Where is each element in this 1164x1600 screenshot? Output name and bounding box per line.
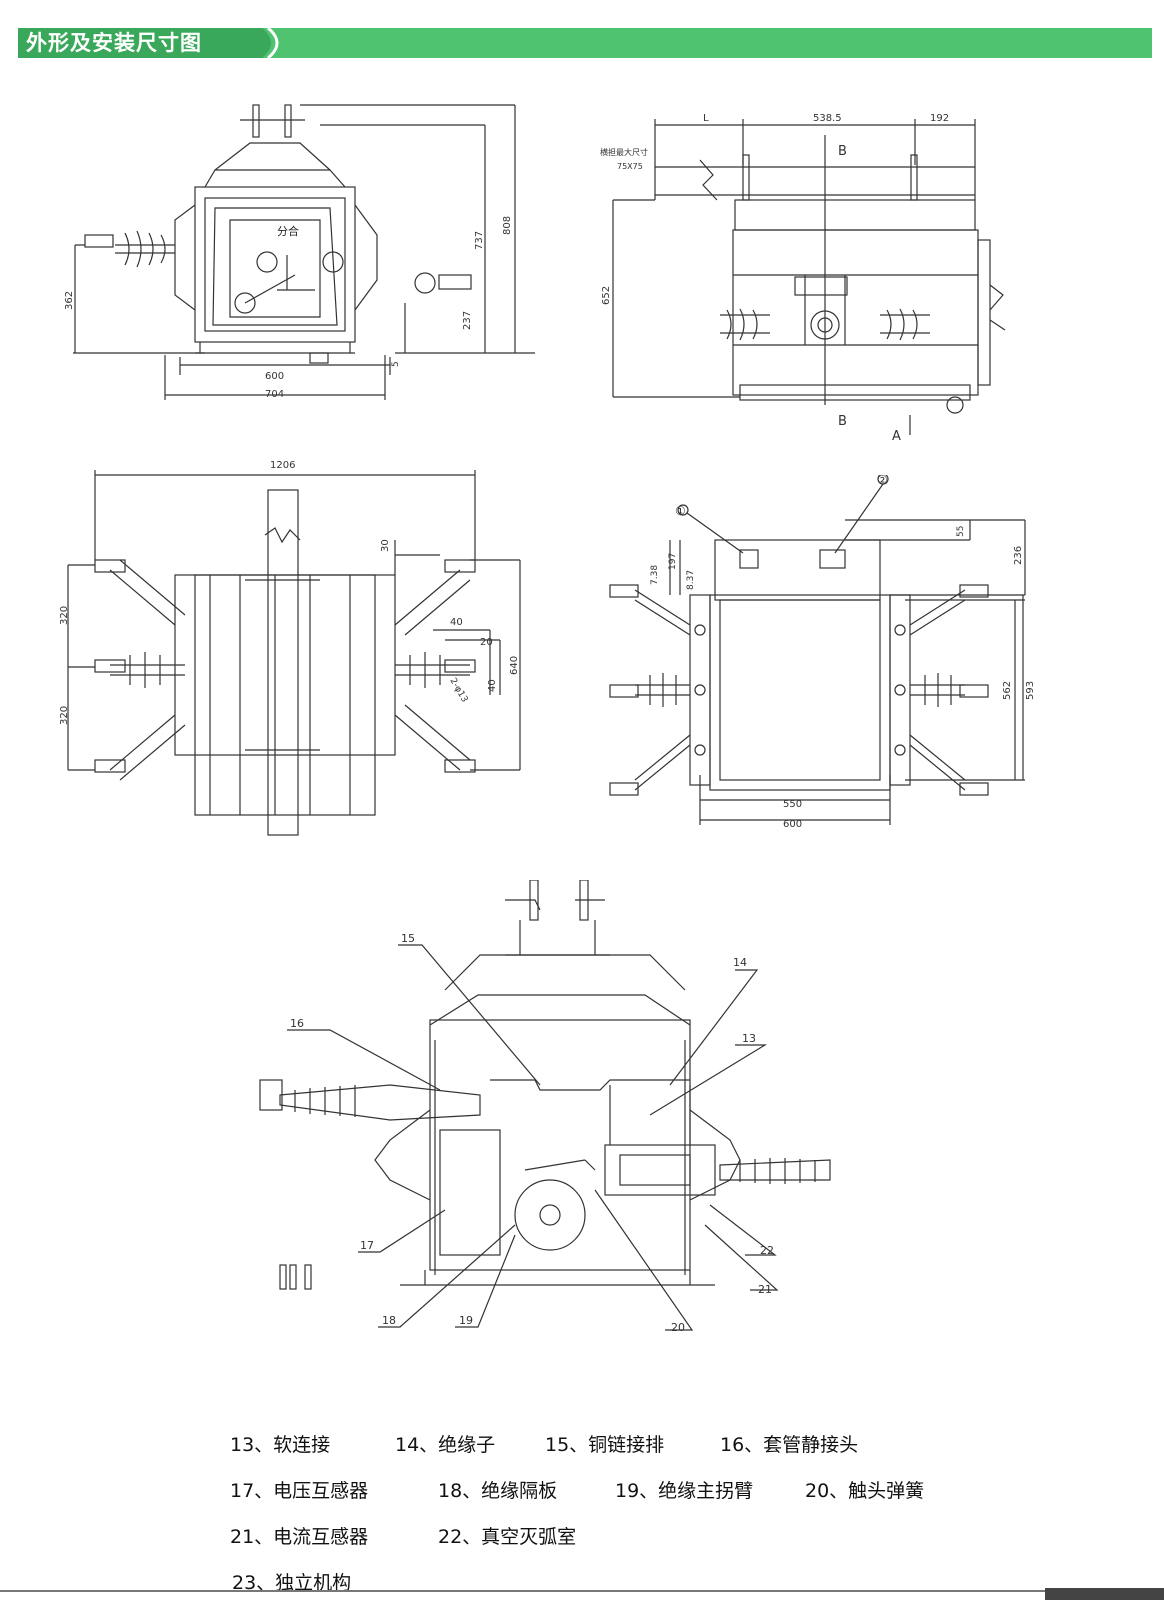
dim-562: 562 [1002,681,1013,700]
part-label-22: 22 [760,1244,774,1257]
dim-40b: 40 [487,679,498,692]
legend-item: 21、电流互感器 [230,1526,369,1548]
dim-600-back: 600 [783,819,802,830]
part-label-18: 18 [382,1314,396,1327]
dim-hole: 2-φ13 [447,677,469,705]
footer-block [1045,1588,1164,1600]
side-view-drawing: L 538.5 192 横担最大尺寸 75X75 652 B B A [600,113,1006,444]
dim-593: 593 [1025,681,1036,700]
legend-item: 14、绝缘子 [395,1434,496,1456]
dim-652: 652 [601,286,612,305]
dim-20: 20 [480,637,493,648]
dim-737: 737 [474,231,485,250]
part-label-16: 16 [290,1017,304,1030]
footer-line [0,1590,1164,1592]
part-label-17: 17 [360,1239,374,1252]
legend-item: 15、铜链接排 [545,1434,665,1456]
side-note-1: 横担最大尺寸 [600,147,648,157]
section-view-drawing: 13 14 15 16 17 18 19 20 21 22 [259,880,831,1334]
dim-192: 192 [930,113,949,124]
dim-197: 197 [668,553,678,570]
legend-item: 19、绝缘主拐臂 [615,1480,754,1502]
dim-30: 30 [380,539,391,552]
legend-item: 23、独立机构 [232,1572,352,1594]
dim-1206: 1206 [270,460,295,471]
callout-1: ① [675,504,686,518]
dim-808: 808 [502,216,513,235]
dim-538-5: 538.5 [813,113,842,124]
front-view-drawing: 分合 808 737 362 237 5 600 704 [64,104,535,400]
legend-item: 20、触头弹簧 [805,1480,925,1502]
dim-640: 640 [509,656,520,675]
view-a-label: A [892,429,901,444]
dim-320a: 320 [59,606,70,625]
top-view-drawing: 1206 30 40 20 640 40 2-φ13 320 320 [59,460,521,836]
back-view-drawing: ① ② 55 236 7.38 197 8.37 562 593 550 600 [609,475,1036,830]
dim-362: 362 [64,291,75,310]
part-label-15: 15 [401,932,415,945]
part-label-19: 19 [459,1314,473,1327]
dim-40a: 40 [450,617,463,628]
legend-item: 16、套管静接头 [720,1434,859,1456]
part-label-20: 20 [671,1321,685,1334]
part-label-13: 13 [742,1032,756,1045]
dim-704: 704 [265,389,284,400]
legend-item: 22、真空灭弧室 [438,1526,577,1548]
dim-55: 55 [956,526,966,537]
front-top-label: 分合 [277,224,299,238]
section-b-top: B [838,144,847,159]
legend-item: 17、电压互感器 [230,1480,369,1502]
dim-L: L [703,113,709,124]
legend-item: 18、绝缘隔板 [438,1480,558,1502]
dim-5: 5 [391,361,401,367]
header-tab [18,28,280,58]
part-label-14: 14 [733,956,747,969]
dim-236: 236 [1013,546,1024,565]
legend-item: 13、软连接 [230,1434,331,1456]
callout-2: ② [877,475,888,487]
dim-7-38: 7.38 [650,565,660,585]
section-b-bottom: B [838,414,847,429]
part-label-21: 21 [758,1283,772,1296]
dim-8-37: 8.37 [686,570,696,590]
dim-550: 550 [783,799,802,810]
dim-320b: 320 [59,706,70,725]
dim-237: 237 [462,311,473,330]
dim-600: 600 [265,371,284,382]
page-title: 外形及安装尺寸图 [26,31,202,55]
side-note-2: 75X75 [617,162,643,171]
